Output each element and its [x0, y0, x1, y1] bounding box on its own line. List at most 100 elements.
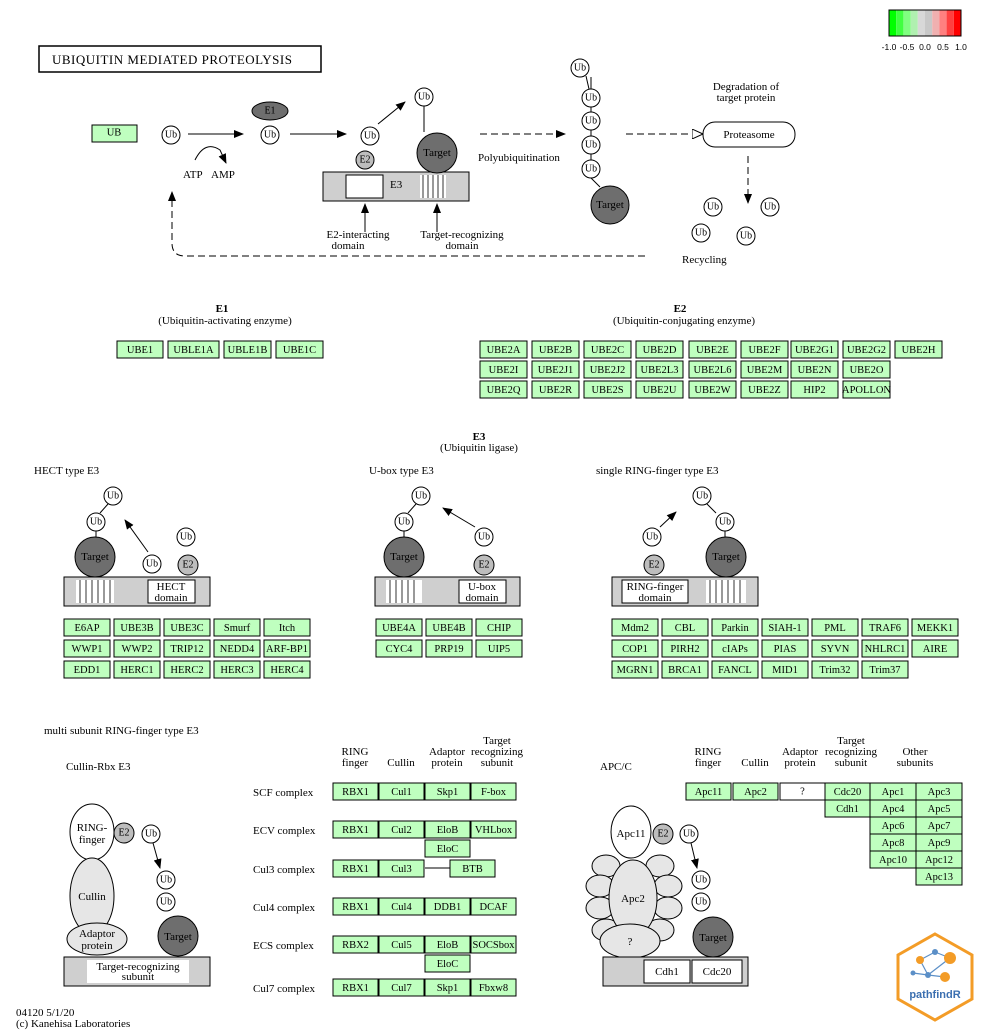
- gene-box[interactable]: UBE2Q: [479, 380, 528, 399]
- gene-box[interactable]: Cdc20: [824, 782, 871, 801]
- gene-box[interactable]: UBE2B: [531, 340, 580, 359]
- gene-box[interactable]: MGRN1: [611, 660, 659, 679]
- gene-box[interactable]: HERC2: [163, 660, 211, 679]
- gene-box[interactable]: Apc9: [915, 833, 963, 852]
- gene-box[interactable]: UBE2O: [842, 360, 891, 379]
- gene-box[interactable]: CHIP: [475, 618, 523, 637]
- gene-box[interactable]: UBE2Z: [740, 380, 789, 399]
- gene-box[interactable]: RBX1: [332, 897, 379, 916]
- gene-box[interactable]: Cul3: [378, 859, 425, 878]
- gene-box[interactable]: UBE2D: [635, 340, 684, 359]
- gene-box[interactable]: HERC3: [213, 660, 261, 679]
- gene-box[interactable]: Apc10: [869, 850, 917, 869]
- gene-box[interactable]: Apc11: [685, 782, 732, 801]
- gene-box[interactable]: HERC1: [113, 660, 161, 679]
- gene-box[interactable]: UBE3B: [113, 618, 161, 637]
- gene-box[interactable]: RBX1: [332, 820, 379, 839]
- gene-box[interactable]: UBE3C: [163, 618, 211, 637]
- gene-box[interactable]: EloB: [424, 935, 471, 954]
- gene-box[interactable]: BRCA1: [661, 660, 709, 679]
- gene-box-ub[interactable]: [91, 124, 138, 143]
- gene-box[interactable]: Cul4: [378, 897, 425, 916]
- gene-box[interactable]: Cul5: [378, 935, 425, 954]
- gene-box[interactable]: EloC: [424, 954, 471, 973]
- gene-box[interactable]: RBX1: [332, 782, 379, 801]
- gene-box[interactable]: UIP5: [475, 639, 523, 658]
- gene-box[interactable]: MEKK1: [911, 618, 959, 637]
- gene-box[interactable]: E6AP: [63, 618, 111, 637]
- gene-box[interactable]: Apc6: [869, 816, 917, 835]
- gene-box[interactable]: TRIP12: [163, 639, 211, 658]
- gene-box[interactable]: Cul7: [378, 978, 425, 997]
- gene-box[interactable]: Apc5: [915, 799, 963, 818]
- gene-box[interactable]: RBX2: [332, 935, 379, 954]
- gene-box[interactable]: Parkin: [711, 618, 759, 637]
- gene-box[interactable]: UBE1C: [275, 340, 324, 359]
- gene-box[interactable]: ARF-BP1: [263, 639, 311, 658]
- gene-box[interactable]: Fbxw8: [470, 978, 517, 997]
- gene-box[interactable]: Smurf: [213, 618, 261, 637]
- gene-box[interactable]: UBE2S: [583, 380, 632, 399]
- gene-box[interactable]: UBE2H: [894, 340, 943, 359]
- gene-box[interactable]: EDD1: [63, 660, 111, 679]
- gene-box[interactable]: UBE2U: [635, 380, 684, 399]
- gene-box[interactable]: Skp1: [424, 782, 471, 801]
- gene-box[interactable]: RBX1: [332, 859, 379, 878]
- gene-box[interactable]: Skp1: [424, 978, 471, 997]
- gene-box[interactable]: cIAPs: [711, 639, 759, 658]
- gene-box[interactable]: Apc13: [915, 867, 963, 886]
- gene-box[interactable]: Trim37: [861, 660, 909, 679]
- gene-box[interactable]: UBE2N: [790, 360, 839, 379]
- gene-box[interactable]: NEDD4: [213, 639, 261, 658]
- gene-box[interactable]: Cul1: [378, 782, 425, 801]
- gene-box[interactable]: RBX1: [332, 978, 379, 997]
- gene-box[interactable]: VHLbox: [470, 820, 517, 839]
- gene-box[interactable]: EloB: [424, 820, 471, 839]
- gene-box[interactable]: CBL: [661, 618, 709, 637]
- gene-box[interactable]: UBE2I: [479, 360, 528, 379]
- gene-box[interactable]: DCAF: [470, 897, 517, 916]
- gene-box[interactable]: PIRH2: [661, 639, 709, 658]
- gene-box[interactable]: UBE4B: [425, 618, 473, 637]
- gene-box[interactable]: DDB1: [424, 897, 471, 916]
- gene-box[interactable]: COP1: [611, 639, 659, 658]
- gene-box[interactable]: Trim32: [811, 660, 859, 679]
- gene-box[interactable]: HERC4: [263, 660, 311, 679]
- gene-box[interactable]: AIRE: [911, 639, 959, 658]
- gene-box[interactable]: Apc3: [915, 782, 963, 801]
- gene-box[interactable]: UBE2G1: [790, 340, 839, 359]
- gene-box[interactable]: NHLRC1: [861, 639, 909, 658]
- gene-box[interactable]: UBE2L6: [688, 360, 737, 379]
- gene-box[interactable]: Mdm2: [611, 618, 659, 637]
- gene-box[interactable]: FANCL: [711, 660, 759, 679]
- gene-box[interactable]: SYVN: [811, 639, 859, 658]
- gene-box[interactable]: UBE2C: [583, 340, 632, 359]
- gene-box[interactable]: TRAF6: [861, 618, 909, 637]
- gene-box[interactable]: MID1: [761, 660, 809, 679]
- gene-box[interactable]: Apc2: [732, 782, 779, 801]
- gene-box[interactable]: Apc1: [869, 782, 917, 801]
- gene-box[interactable]: UBLE1A: [167, 340, 220, 359]
- gene-box[interactable]: UBE2W: [688, 380, 737, 399]
- gene-box[interactable]: Cdh1: [824, 799, 871, 818]
- gene-box[interactable]: PIAS: [761, 639, 809, 658]
- gene-box[interactable]: UBE4A: [375, 618, 423, 637]
- gene-box[interactable]: CYC4: [375, 639, 423, 658]
- gene-box[interactable]: UBE2J2: [583, 360, 632, 379]
- gene-box[interactable]: UBE2A: [479, 340, 528, 359]
- gene-box[interactable]: HIP2: [790, 380, 839, 399]
- gene-box[interactable]: SOCSbox: [470, 935, 517, 954]
- gene-box[interactable]: WWP1: [63, 639, 111, 658]
- gene-box[interactable]: APOLLON: [842, 380, 891, 399]
- gene-box[interactable]: Itch: [263, 618, 311, 637]
- gene-box[interactable]: UBE2R: [531, 380, 580, 399]
- gene-box[interactable]: Cul2: [378, 820, 425, 839]
- gene-box[interactable]: UBLE1B: [223, 340, 272, 359]
- gene-box[interactable]: F-box: [470, 782, 517, 801]
- gene-box[interactable]: UBE2J1: [531, 360, 580, 379]
- gene-box[interactable]: SIAH-1: [761, 618, 809, 637]
- gene-box[interactable]: PRP19: [425, 639, 473, 658]
- gene-box[interactable]: UBE2G2: [842, 340, 891, 359]
- gene-box[interactable]: Apc7: [915, 816, 963, 835]
- gene-box[interactable]: PML: [811, 618, 859, 637]
